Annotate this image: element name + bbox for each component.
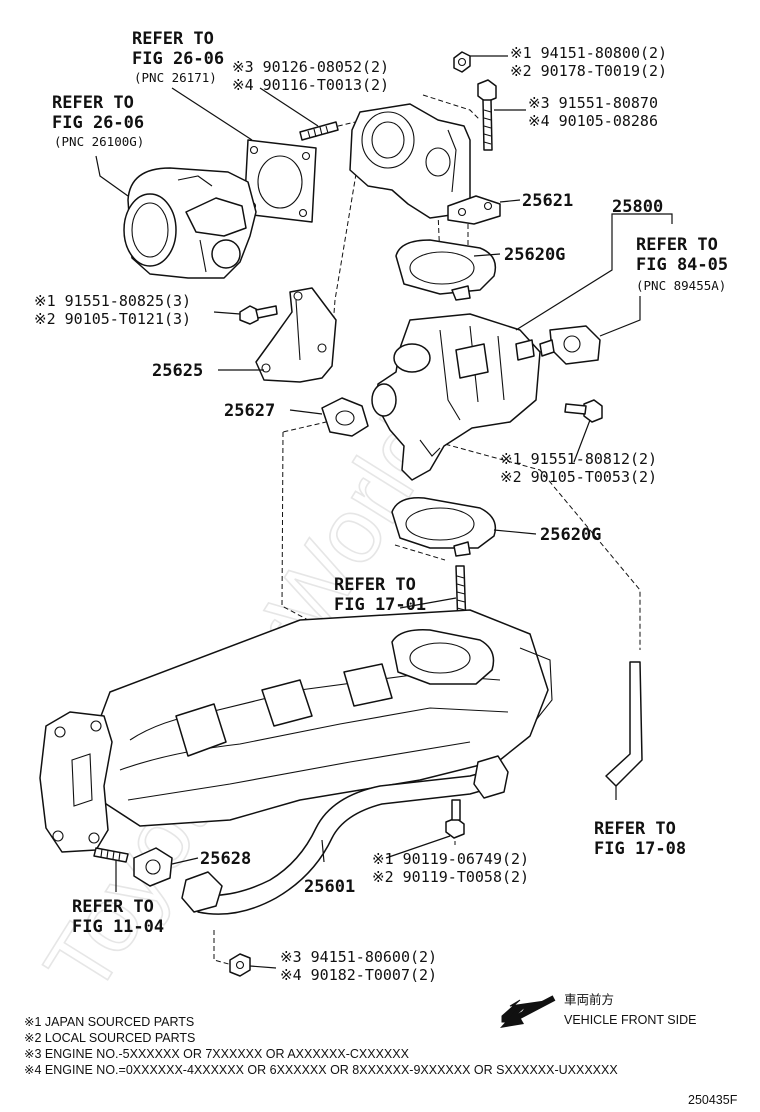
- egr-upper-pipe: [349, 103, 501, 225]
- ref-line-2: FIG 26-06: [52, 113, 144, 133]
- callout-bolt-top: ※3 91551-80870 ※4 90105-08286: [528, 94, 658, 130]
- front-label-en: VEHICLE FRONT SIDE: [564, 1013, 696, 1027]
- throttle-body: [123, 167, 257, 279]
- egr-pipe-25601: [181, 755, 509, 915]
- ref-line-1: REFER TO: [132, 29, 214, 49]
- egr-position-sensor: [539, 325, 601, 365]
- ref-line-2: FIG 11-04: [72, 917, 164, 937]
- footnotes: ※1 JAPAN SOURCED PARTS ※2 LOCAL SOURCED …: [24, 1015, 618, 1077]
- bolt-right: [564, 399, 603, 423]
- svg-text:※3 94151-80600(2): ※3 94151-80600(2): [280, 948, 437, 966]
- diagram-code: 250435F: [688, 1093, 738, 1107]
- label-egr-actuator-ref: REFER TO FIG 84-05 (PNC 89455A): [636, 235, 728, 293]
- callout-nut-top: ※1 94151-80800(2) ※2 90178-T0019(2): [510, 44, 667, 80]
- callout-nut-pipe: ※3 94151-80600(2) ※4 90182-T0007(2): [280, 948, 437, 984]
- egr-valve: [371, 313, 541, 481]
- part-number-25800: 25800: [612, 197, 663, 217]
- svg-text:※4 90116-T0013(2): ※4 90116-T0013(2): [232, 76, 389, 94]
- ref-line-1: REFER TO: [334, 575, 416, 595]
- svg-text:※3 91551-80870: ※3 91551-80870: [528, 94, 658, 112]
- label-hose-ref: REFER TO FIG 17-08: [594, 819, 686, 859]
- egr-gasket-bottom: [391, 497, 497, 557]
- bolt-left: [239, 305, 278, 325]
- label-throttle-gasket-ref: REFER TO FIG 26-06 (PNC 26171): [132, 29, 224, 85]
- callout-stud-top: ※3 90126-08052(2) ※4 90116-T0013(2): [232, 58, 389, 94]
- footnote-4: ※4 ENGINE NO.=0XXXXXX-4XXXXXX OR 6XXXXXX…: [24, 1063, 618, 1077]
- part-number-25621: 25621: [522, 191, 573, 211]
- label-stud-ref: REFER TO FIG 17-01: [334, 575, 426, 615]
- front-label-jp: 車両前方: [564, 992, 614, 1007]
- svg-text:※1 94151-80800(2): ※1 94151-80800(2): [510, 44, 667, 62]
- ref-line-1: REFER TO: [72, 897, 154, 917]
- svg-text:※2 90105-T0053(2): ※2 90105-T0053(2): [500, 468, 657, 486]
- svg-text:※2 90105-T0121(3): ※2 90105-T0121(3): [34, 310, 191, 328]
- part-number-25620g-top: 25620G: [504, 245, 565, 265]
- ref-line-1: REFER TO: [636, 235, 718, 255]
- ref-pnc: (PNC 26171): [134, 70, 217, 85]
- svg-text:※1 90119-06749(2): ※1 90119-06749(2): [372, 850, 529, 868]
- label-stud-lower-ref: REFER TO FIG 11-04: [72, 897, 164, 937]
- throttle-body-gasket: [243, 139, 317, 223]
- vehicle-front-indicator: 車両前方 VEHICLE FRONT SIDE: [500, 992, 696, 1028]
- leader-lines: [95, 55, 673, 969]
- svg-text:※2 90119-T0058(2): ※2 90119-T0058(2): [372, 868, 529, 886]
- footnote-2: ※2 LOCAL SOURCED PARTS: [24, 1031, 195, 1045]
- cylinder-head-flange: [39, 711, 113, 853]
- bolt-pipe: [445, 799, 465, 839]
- part-number-25620g-bottom: 25620G: [540, 525, 601, 545]
- bracket-25625: [255, 287, 337, 383]
- svg-text:※4 90105-08286: ※4 90105-08286: [528, 112, 658, 130]
- callout-bolt-right: ※1 91551-80812(2) ※2 90105-T0053(2): [500, 450, 657, 486]
- nut-lower: [229, 953, 251, 977]
- svg-text:※2 90178-T0019(2): ※2 90178-T0019(2): [510, 62, 667, 80]
- stud-lower: [93, 847, 129, 863]
- plate-25627: [321, 397, 369, 437]
- ref-line-2: FIG 84-05: [636, 255, 728, 275]
- stud-top: [299, 121, 339, 141]
- vacuum-hose: [605, 661, 643, 787]
- ref-pnc: (PNC 89455A): [636, 278, 726, 293]
- callout-bolt-left: ※1 91551-80825(3) ※2 90105-T0121(3): [34, 292, 191, 328]
- ref-line-2: FIG 17-08: [594, 839, 686, 859]
- part-number-25627: 25627: [224, 401, 275, 421]
- callout-bolt-pipe: ※1 90119-06749(2) ※2 90119-T0058(2): [372, 850, 529, 886]
- label-throttle-body-ref: REFER TO FIG 26-06 (PNC 26100G): [52, 93, 144, 149]
- part-number-25601: 25601: [304, 877, 355, 897]
- ref-pnc: (PNC 26100G): [54, 134, 144, 149]
- part-number-25625: 25625: [152, 361, 203, 381]
- svg-text:※4 90182-T0007(2): ※4 90182-T0007(2): [280, 966, 437, 984]
- nut-top: [453, 51, 471, 73]
- intake-manifold: [91, 609, 553, 827]
- footnote-1: ※1 JAPAN SOURCED PARTS: [24, 1015, 194, 1029]
- pipe-gasket-25628: [133, 847, 173, 887]
- svg-text:※1 91551-80812(2): ※1 91551-80812(2): [500, 450, 657, 468]
- part-number-25628: 25628: [200, 849, 251, 869]
- ref-line-2: FIG 26-06: [132, 49, 224, 69]
- svg-text:※1 91551-80825(3): ※1 91551-80825(3): [34, 292, 191, 310]
- ref-line-1: REFER TO: [594, 819, 676, 839]
- bolt-top: [477, 79, 497, 151]
- egr-gasket-top: [395, 239, 497, 301]
- footnote-3: ※3 ENGINE NO.-5XXXXXX OR 7XXXXXX OR AXXX…: [24, 1047, 410, 1061]
- ref-line-1: REFER TO: [52, 93, 134, 113]
- svg-text:※3 90126-08052(2): ※3 90126-08052(2): [232, 58, 389, 76]
- ref-line-2: FIG 17-01: [334, 595, 426, 615]
